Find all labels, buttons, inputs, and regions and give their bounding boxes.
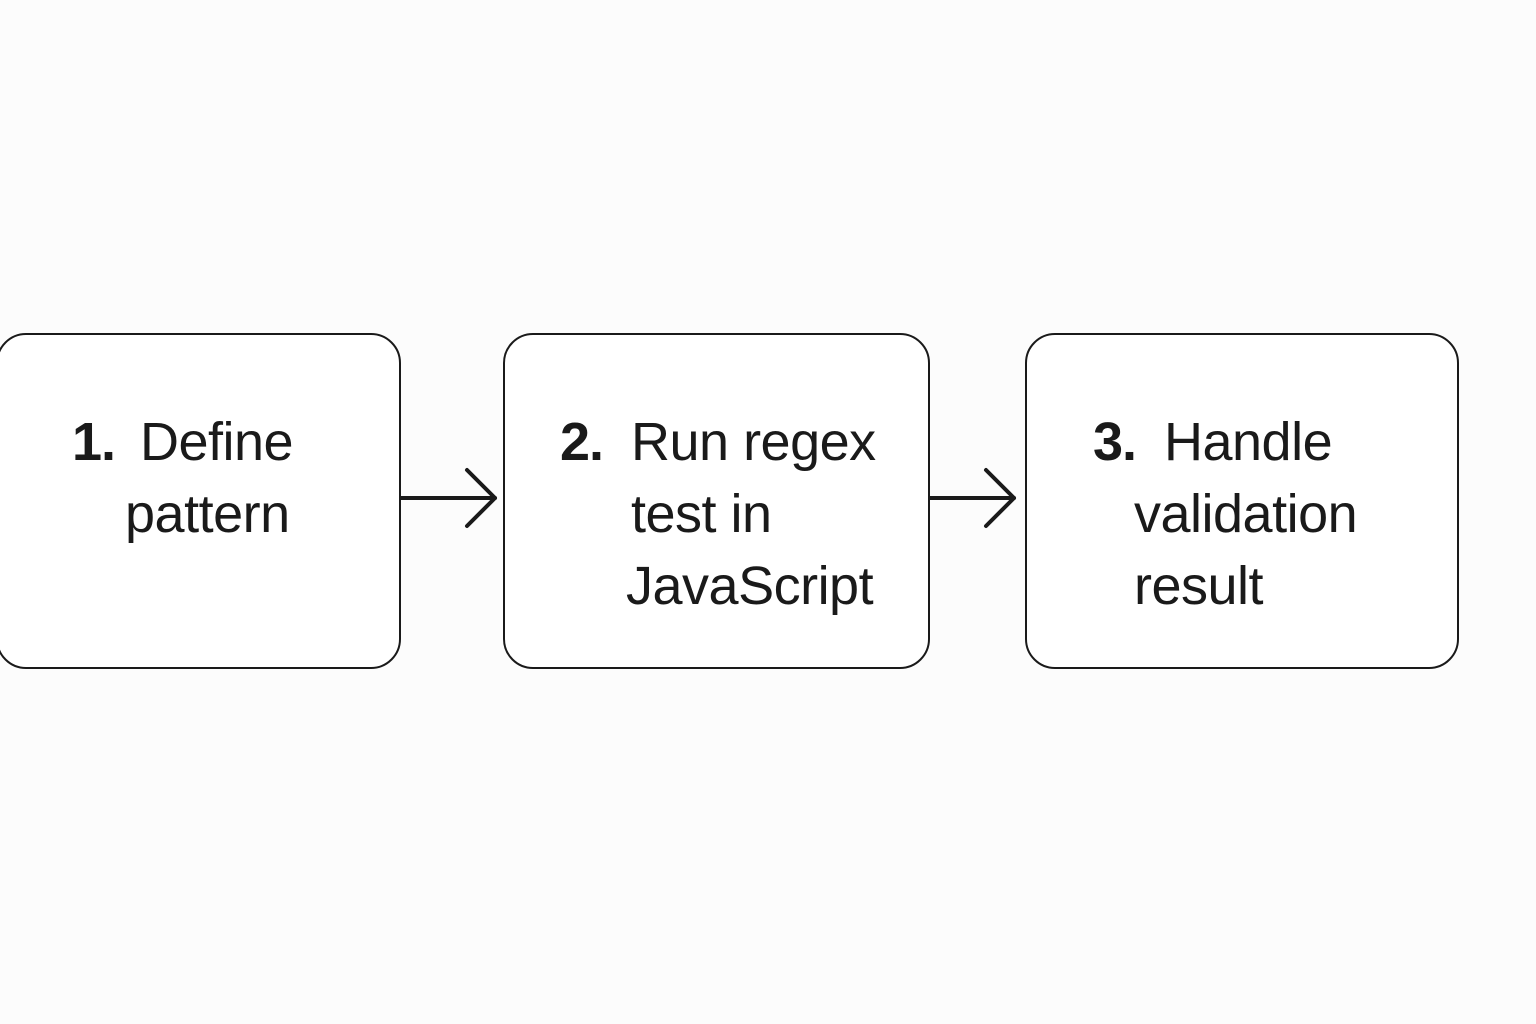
step-label-line: pattern	[125, 484, 290, 544]
step-label-line: Run regex	[631, 412, 876, 472]
step-number: 3.	[1093, 412, 1137, 472]
step-box-1: 1. Define pattern	[0, 333, 401, 669]
step-label-line: Define	[140, 412, 294, 472]
step-label-line: JavaScript	[626, 556, 874, 616]
right-arrow-icon	[399, 468, 497, 528]
step-box-3: 3. Handle validation result	[1025, 333, 1459, 669]
step-box-2: 2. Run regex test in JavaScript	[503, 333, 930, 669]
step-number: 1.	[72, 412, 116, 472]
step-label-line: result	[1134, 556, 1264, 616]
right-arrow-icon	[928, 468, 1016, 528]
step-label-line: test in	[631, 484, 772, 544]
step-number: 2.	[560, 412, 604, 472]
step-label-line: validation	[1134, 484, 1358, 544]
step-label-line: Handle	[1164, 412, 1333, 472]
